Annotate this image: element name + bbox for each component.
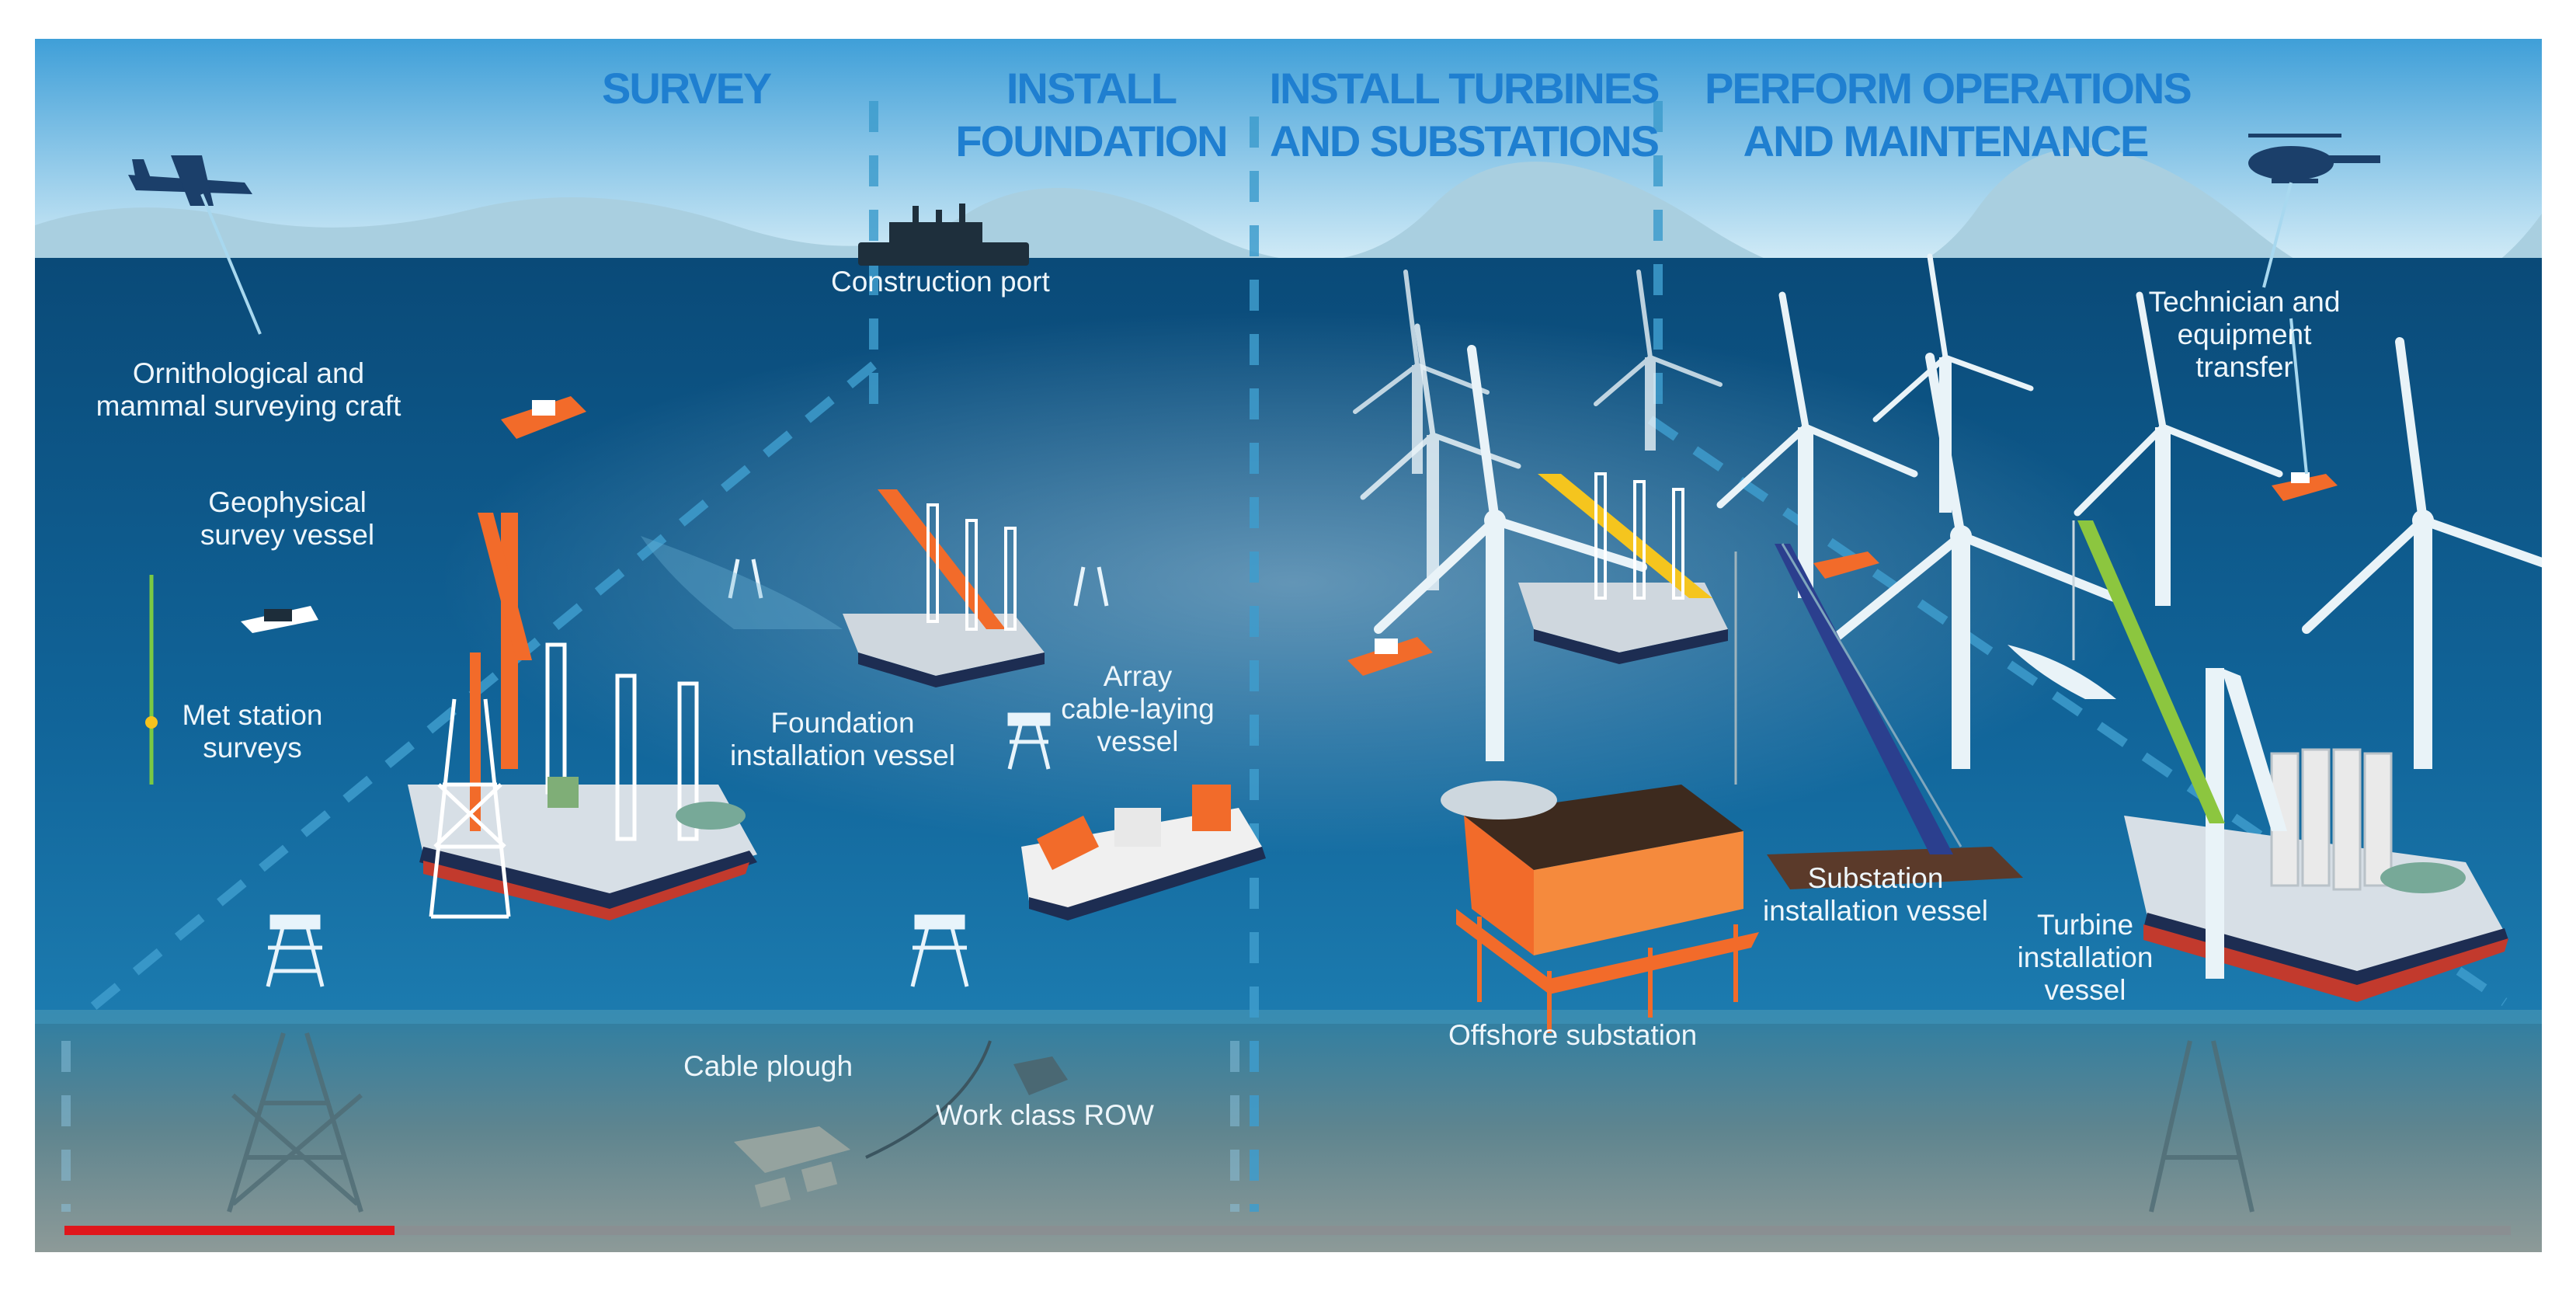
label-ornithological-line1: Ornithological and — [132, 357, 365, 389]
label-foundation-vessel-line2: installation vessel — [730, 739, 955, 771]
label-substation-vessel-line1: Substation — [1807, 862, 1944, 894]
phase-heading-install-turbines-line1: INSTALL TURBINES — [1269, 64, 1660, 113]
label-met-station: Met station surveys — [163, 699, 342, 764]
phase-heading-operations-line1: PERFORM OPERATIONS — [1705, 64, 2192, 113]
label-geophysical: Geophysical survey vessel — [175, 486, 400, 552]
phase-heading-install-foundation: INSTALL FOUNDATION — [936, 62, 1246, 168]
wind-turbines — [1353, 253, 2542, 769]
phase-dividers — [86, 101, 2508, 1212]
label-array-cable: Array cable-laying vessel — [1037, 660, 1239, 758]
turbine-installation-vessel — [2077, 520, 2508, 1002]
cable-plough — [734, 1126, 850, 1208]
label-array-cable-line3: vessel — [1097, 726, 1179, 757]
label-turbine-vessel-line2: installation — [2017, 941, 2154, 973]
substation-installation-vessel — [1734, 543, 2023, 889]
phase-heading-install-turbines-line2: AND SUBSTATIONS — [1270, 117, 1660, 165]
survey-plane — [128, 155, 252, 206]
label-ornithological: Ornithological and mammal surveying craf… — [82, 357, 415, 423]
label-turbine-vessel: Turbine installation vessel — [1992, 909, 2178, 1007]
construction-port — [858, 204, 1029, 266]
label-geophysical-line1: Geophysical — [208, 486, 367, 518]
label-turbine-vessel-line1: Turbine — [2036, 909, 2134, 941]
label-substation-vessel: Substation installation vessel — [1743, 862, 2008, 927]
helicopter — [2248, 134, 2380, 183]
phase-heading-install-turbines: INSTALL TURBINES AND SUBSTATIONS — [1262, 62, 1666, 168]
label-offshore-substation: Offshore substation — [1448, 1019, 1698, 1051]
label-construction-port: Construction port — [831, 266, 1050, 298]
label-work-class-row: Work class ROW — [936, 1099, 1154, 1131]
label-technician: Technician and equipment transfer — [2124, 286, 2365, 384]
label-technician-line3: transfer — [2195, 351, 2293, 383]
label-substation-vessel-line2: installation vessel — [1763, 895, 1988, 927]
scene-illustration — [35, 39, 2542, 1252]
video-progress-bar[interactable] — [64, 1226, 2511, 1235]
label-technician-line1: Technician and — [2148, 286, 2341, 318]
label-met-station-line2: surveys — [203, 732, 302, 764]
foundation-installation-vessel — [408, 513, 757, 920]
label-array-cable-line2: cable-laying — [1061, 693, 1215, 725]
video-progress-fill — [64, 1226, 395, 1235]
label-cable-plough: Cable plough — [683, 1050, 853, 1082]
label-foundation-vessel-line1: Foundation — [770, 707, 915, 739]
array-cable-laying-vessel — [1021, 785, 1266, 920]
small-boats — [241, 318, 2338, 676]
label-foundation-vessel: Foundation installation vessel — [687, 707, 998, 772]
label-geophysical-line2: survey vessel — [200, 519, 375, 551]
phase-heading-install-foundation-line2: FOUNDATION — [955, 117, 1228, 165]
met-mast — [145, 575, 158, 785]
phase-heading-operations: PERFORM OPERATIONS AND MAINTENANCE — [1705, 62, 2192, 168]
jackup-vessel-yellow — [1518, 472, 1728, 664]
seabed — [35, 1010, 2542, 1252]
label-ornithological-line2: mammal surveying craft — [96, 390, 402, 422]
work-class-row — [1013, 1056, 1068, 1095]
label-met-station-line1: Met station — [182, 699, 323, 731]
foundation-vessel-far — [843, 489, 1045, 687]
foundation-jackets — [266, 559, 1109, 987]
offshore-substation — [1441, 781, 1759, 1033]
label-array-cable-line1: Array — [1103, 660, 1173, 692]
phase-heading-survey: SURVEY — [602, 64, 772, 113]
phase-heading-install-foundation-line1: INSTALL — [1006, 64, 1177, 113]
offshore-wind-scene: SURVEY INSTALL FOUNDATION INSTALL TURBIN… — [35, 39, 2542, 1252]
phase-heading-operations-line2: AND MAINTENANCE — [1743, 117, 2150, 165]
label-turbine-vessel-line3: vessel — [2044, 974, 2126, 1006]
label-technician-line2: equipment — [2177, 318, 2312, 350]
